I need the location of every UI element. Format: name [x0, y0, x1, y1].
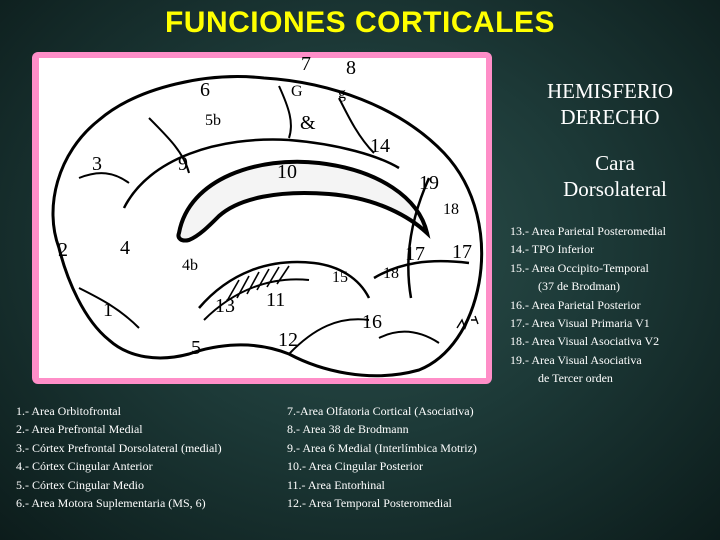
label-g: g — [338, 86, 346, 102]
label-area-4: 4 — [120, 238, 130, 258]
legend-item: de Tercer orden — [510, 369, 666, 387]
label-area-19: 19 — [419, 173, 439, 193]
legend-item: 14.- TPO Inferior — [510, 240, 666, 258]
slide-title: FUNCIONES CORTICALES — [0, 6, 720, 40]
legend-item: 10.- Area Cingular Posterior — [287, 457, 477, 475]
legend-item: 11.- Area Entorhinal — [287, 476, 477, 494]
view-heading: Cara Dorsolateral — [515, 150, 715, 202]
label-area-6: 6 — [200, 80, 210, 100]
legend-item: 8.- Area 38 de Brodmann — [287, 420, 477, 438]
label-area-4b: 4b — [182, 258, 198, 274]
legend-item: 9.- Area 6 Medial (Interlímbica Motriz) — [287, 439, 477, 457]
label-area-8: 8 — [346, 58, 356, 78]
legend-item: 7.-Area Olfatoria Cortical (Asociativa) — [287, 402, 477, 420]
label-area-18-top: 18 — [443, 202, 459, 218]
label-area-18-bottom: 18 — [383, 266, 399, 282]
label-area-9: 9 — [178, 154, 188, 174]
label-area-17-left: 17 — [405, 244, 425, 264]
label-G: G — [291, 84, 303, 100]
label-area-14: 14 — [370, 136, 390, 156]
legend-item: (37 de Brodman) — [510, 277, 666, 295]
legend-item: 19.- Area Visual Asociativa — [510, 351, 666, 369]
label-area-5: 5 — [191, 338, 201, 358]
label-area-11: 11 — [266, 290, 285, 310]
label-area-17-right: 17 — [452, 242, 472, 262]
legend-item: 5.- Córtex Cingular Medio — [16, 476, 222, 494]
label-area-10: 10 — [277, 162, 297, 182]
label-area-3: 3 — [92, 154, 102, 174]
label-area-13: 13 — [215, 296, 235, 316]
legend-left: 1.- Area Orbitofrontal 2.- Area Prefront… — [16, 402, 222, 512]
legend-item: 2.- Area Prefrontal Medial — [16, 420, 222, 438]
legend-middle: 7.-Area Olfatoria Cortical (Asociativa) … — [287, 402, 477, 512]
corpus-callosum — [178, 162, 427, 241]
legend-right: 13.- Area Parietal Posteromedial 14.- TP… — [510, 222, 666, 388]
legend-item: 4.- Córtex Cingular Anterior — [16, 457, 222, 475]
legend-item: 3.- Córtex Prefrontal Dorsolateral (medi… — [16, 439, 222, 457]
parieto-occipital-sulcus — [408, 178, 429, 298]
legend-item: 17.- Area Visual Primaria V1 — [510, 314, 666, 332]
label-area-15: 15 — [332, 270, 348, 286]
label-area-2: 2 — [58, 240, 68, 260]
hemisphere-heading: HEMISFERIO DERECHO — [510, 78, 710, 130]
label-area-5b: 5b — [205, 113, 221, 129]
label-area-1: 1 — [103, 300, 113, 320]
label-area-7: 7 — [301, 54, 311, 74]
label-area-12: 12 — [278, 330, 298, 350]
legend-item: 13.- Area Parietal Posteromedial — [510, 222, 666, 240]
brain-medial-view-drawing — [39, 58, 486, 378]
legend-item: 16.- Area Parietal Posterior — [510, 296, 666, 314]
legend-item: 6.- Area Motora Suplementaria (MS, 6) — [16, 494, 222, 512]
label-amp: & — [300, 113, 316, 133]
legend-item: 12.- Area Temporal Posteromedial — [287, 494, 477, 512]
legend-item: 1.- Area Orbitofrontal — [16, 402, 222, 420]
legend-item: 18.- Area Visual Asociativa V2 — [510, 332, 666, 350]
legend-item: 15.- Area Occipito-Temporal — [510, 259, 666, 277]
label-area-16: 16 — [362, 312, 382, 332]
